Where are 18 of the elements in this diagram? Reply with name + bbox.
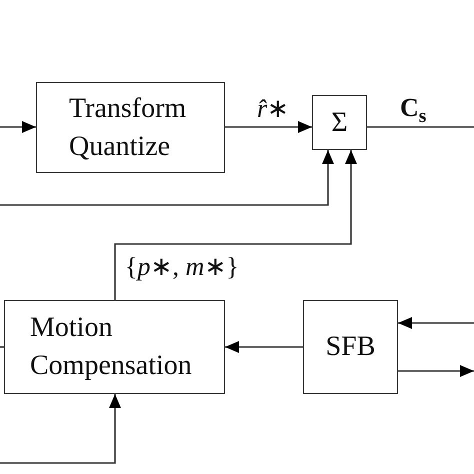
box-label: Transform Quantize (69, 92, 188, 164)
arrow (398, 365, 474, 377)
box-label: SFB (326, 330, 376, 364)
arrow (398, 317, 474, 329)
arrow (0, 150, 334, 206)
box-label: Σ (331, 106, 348, 140)
arrow (0, 121, 36, 133)
process-box (4, 300, 225, 394)
process-box (36, 82, 225, 173)
box-label: Motion Compensation (30, 311, 193, 383)
connector-line (0, 346, 4, 348)
arrow (0, 394, 121, 464)
summation-box (312, 95, 367, 150)
connector-line (367, 126, 474, 128)
arrow (225, 341, 303, 353)
arrow (114, 150, 357, 300)
arrow (225, 121, 312, 133)
process-box (303, 300, 398, 394)
